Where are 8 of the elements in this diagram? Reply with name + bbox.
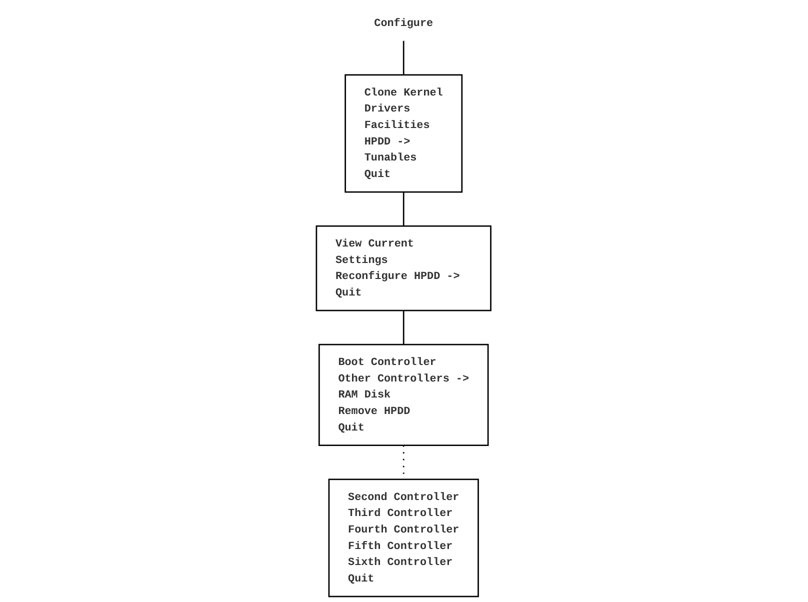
- node-box: Second Controller Third Controller Fourth Controller Fifth Controller Sixth Controller Quit: [328, 478, 480, 598]
- connector: [403, 192, 405, 226]
- connector: [403, 40, 405, 75]
- node-box: View Current Settings Reconfigure HPDD -> Quit: [316, 225, 492, 312]
- node-box: Clone Kernel Drivers Facilities HPDD -> Tunables Quit: [345, 74, 463, 193]
- node-text: Configure: [374, 17, 434, 30]
- connector: [403, 310, 405, 345]
- node-box: Boot Controller Other Controllers -> RAM Disk Remove HPDD Quit: [318, 344, 490, 446]
